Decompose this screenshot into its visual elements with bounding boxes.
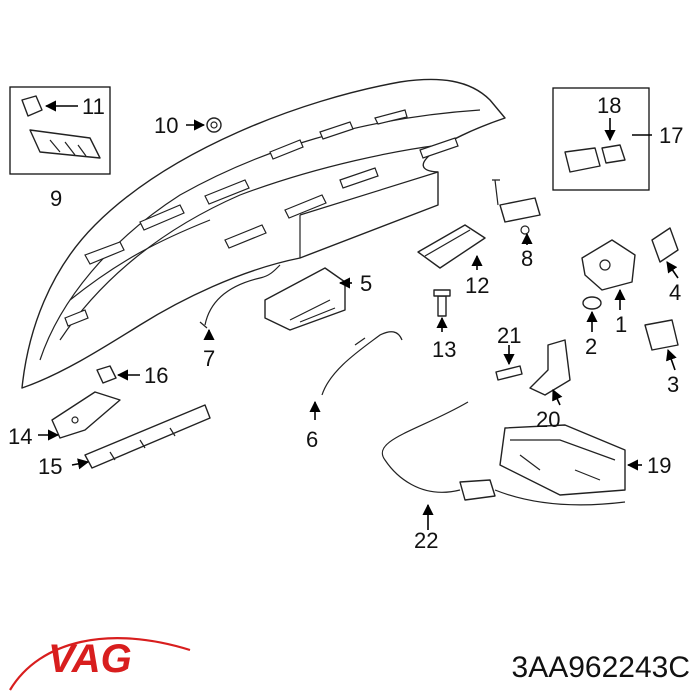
callout-14: 14 bbox=[8, 424, 32, 449]
callout-19: 19 bbox=[647, 453, 671, 478]
detail-box-17 bbox=[552, 87, 652, 191]
part-number: 3AA962243C bbox=[512, 651, 690, 684]
vag-logo: VAG bbox=[9, 637, 191, 691]
callout-7: 7 bbox=[203, 346, 215, 371]
grommet-2 bbox=[582, 296, 602, 332]
callout-3: 3 bbox=[667, 372, 679, 397]
switch-cap-11 bbox=[21, 95, 43, 117]
callout-20: 20 bbox=[536, 407, 560, 432]
callout-10: 10 bbox=[154, 113, 178, 138]
cover-5 bbox=[264, 267, 352, 331]
grommet-10 bbox=[186, 117, 222, 133]
callout-8: 8 bbox=[521, 246, 533, 271]
detail-box-9 bbox=[9, 86, 111, 175]
callout-11: 11 bbox=[82, 94, 105, 119]
callout-13: 13 bbox=[432, 337, 456, 362]
cable-6 bbox=[309, 331, 403, 420]
bumper-3 bbox=[644, 319, 679, 371]
screw-21 bbox=[495, 345, 523, 381]
cable-7 bbox=[199, 264, 281, 341]
callout-5: 5 bbox=[360, 271, 372, 296]
callout-9: 9 bbox=[50, 186, 62, 211]
callout-1: 1 bbox=[615, 312, 627, 337]
strip-15 bbox=[71, 404, 211, 470]
callout-2: 2 bbox=[585, 334, 597, 359]
callout-6: 6 bbox=[306, 427, 318, 452]
latch-1 bbox=[581, 239, 636, 310]
actuator-19 bbox=[499, 424, 642, 496]
callout-16: 16 bbox=[144, 363, 168, 388]
bracket-20 bbox=[529, 339, 571, 406]
bolt-13 bbox=[433, 289, 451, 332]
nut-16 bbox=[96, 365, 140, 384]
handle-cover-12 bbox=[417, 224, 486, 270]
bulb-18 bbox=[601, 144, 626, 164]
trunk-lid bbox=[21, 78, 506, 389]
callout-12: 12 bbox=[465, 273, 489, 298]
callout-22: 22 bbox=[414, 528, 438, 553]
callout-4: 4 bbox=[669, 280, 681, 305]
switch-assembly-9 bbox=[29, 129, 101, 159]
callout-17: 17 bbox=[659, 123, 683, 148]
callout-21: 21 bbox=[497, 323, 521, 348]
lamp-housing-17 bbox=[564, 147, 601, 173]
bracket-4 bbox=[651, 227, 679, 279]
callout-15: 15 bbox=[38, 454, 62, 479]
hinge-14 bbox=[38, 391, 121, 441]
logo-text: VAG bbox=[48, 637, 132, 681]
callout-18: 18 bbox=[597, 93, 621, 118]
switch-8 bbox=[492, 179, 541, 245]
cable-22 bbox=[381, 401, 626, 530]
